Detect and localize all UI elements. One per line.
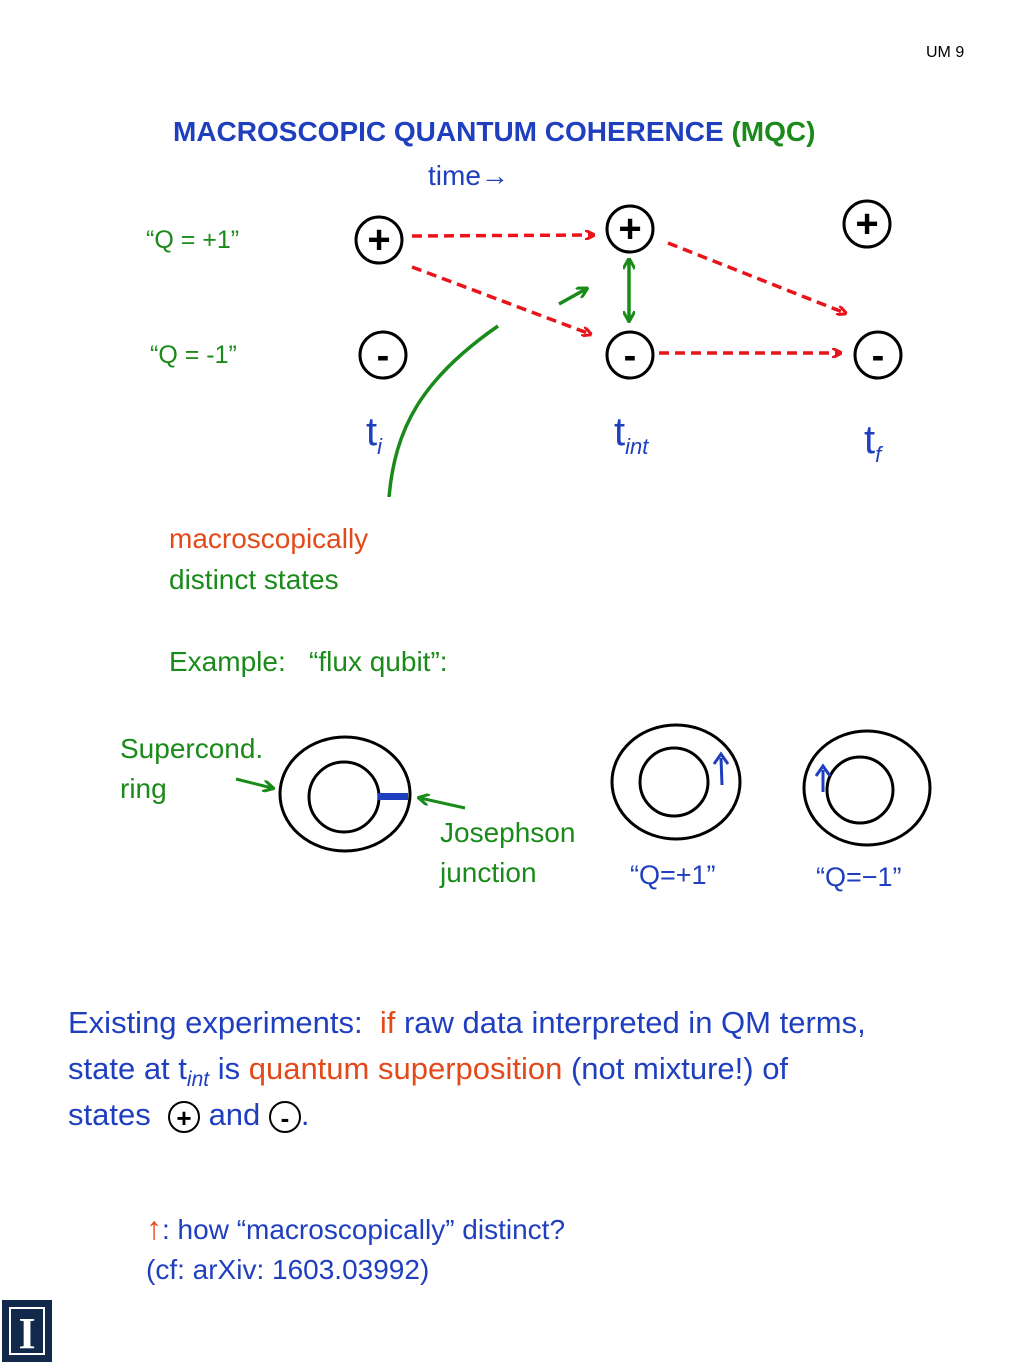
flux-state-plus-label: “Q=+1” [630,860,716,890]
page-number: UM 9 [926,44,965,61]
ring-label-1: Supercond. [120,733,264,764]
state-plus-ti: + [354,215,404,265]
state-plus-tint: + [605,204,655,254]
state-minus-ti: - [358,330,408,380]
logo-letter: I [9,1307,45,1358]
flux-qubit-minus [802,729,932,847]
ring-label-2: ring [120,773,167,804]
conclusion-line2: state at tint is quantum superposition (… [68,1051,789,1092]
junction-pointer-arrow [420,798,466,810]
page-title: MACROSCOPIC QUANTUM COHERENCE (MQC) [173,116,815,148]
annotation-line2: distinct states [169,564,339,595]
minus-symbol: - [872,335,885,377]
annotation-line1: macroscopically [169,523,369,554]
current-arrow-up-icon [719,757,724,786]
time-label: time→ [428,160,509,191]
plus-symbol: + [855,202,878,246]
time-tint: tint [614,410,649,459]
minus-symbol: - [624,335,637,377]
conclusion-line3: states + and -. [68,1097,310,1133]
university-logo: I [2,1300,52,1362]
footnote-line1: ↑: how “macroscopically” distinct? [146,1210,566,1246]
ring-pointer-arrow [235,777,272,788]
time-ti: ti [366,410,383,459]
josephson-junction [378,793,408,800]
up-arrow-icon: ↑ [146,1210,162,1246]
arrow-plus-to-minus-final [667,241,845,313]
conclusion-line1: Existing experiments: if raw data interp… [68,1005,866,1040]
state-plus-tf: + [842,199,892,249]
time-tf: tf [864,418,882,467]
flux-qubit-plus [610,723,742,841]
plus-symbol: + [367,218,390,262]
q-plus-label: “Q = +1” [146,226,240,254]
inline-minus-state: - [268,1100,301,1133]
example-label: Example: “flux qubit”: [169,646,448,677]
footnote-line2: (cf: arXiv: 1603.03992) [146,1254,430,1285]
flux-state-minus-label: “Q=−1” [816,862,902,892]
flux-qubit-ring [278,735,412,853]
arrow-plus-to-plus [411,235,593,236]
plus-symbol: + [618,207,641,251]
state-minus-tf: - [853,330,903,380]
junction-label-2: junction [440,857,537,888]
inline-plus-state: + [167,1100,200,1133]
title-main: MACROSCOPIC QUANTUM COHERENCE [173,116,724,147]
annotation-curve [387,324,499,498]
junction-label-1: Josephson [440,817,576,848]
state-minus-tint: - [605,330,655,380]
minus-symbol: - [377,335,390,377]
title-abbr: (MQC) [731,116,816,147]
q-minus-label: “Q = -1” [150,341,237,369]
small-green-arrow [558,289,586,306]
